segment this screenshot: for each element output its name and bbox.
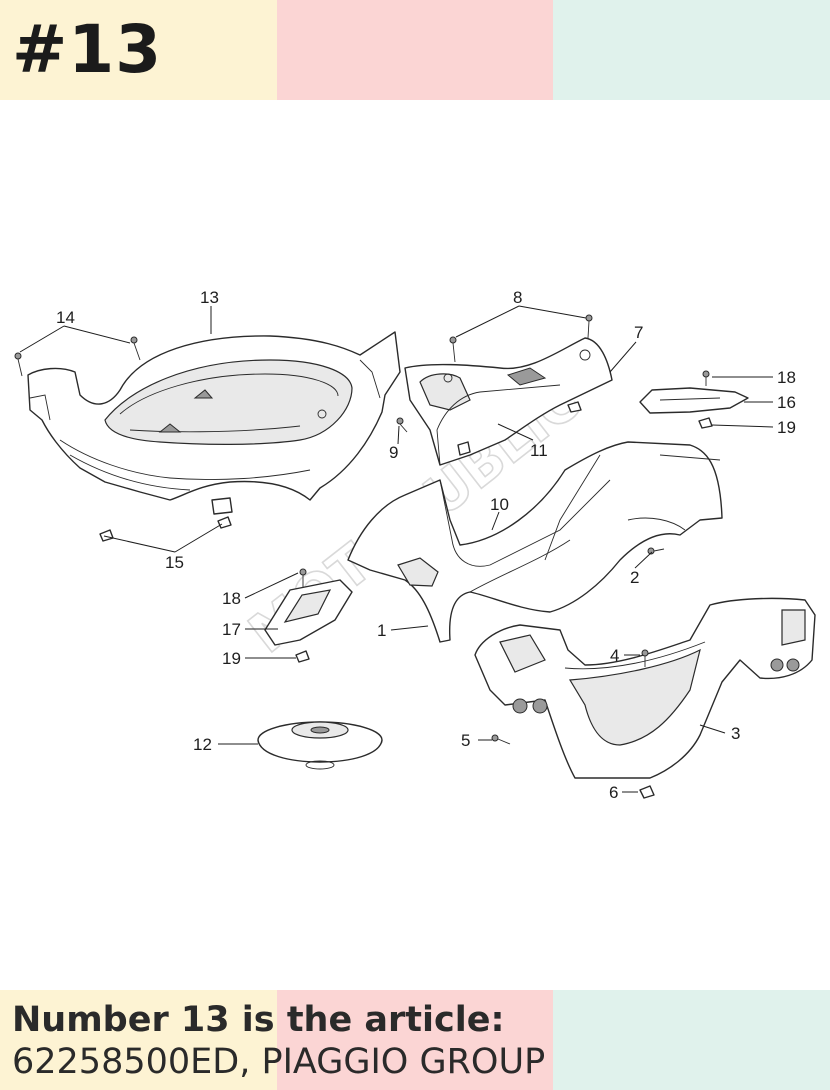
clip-icon bbox=[639, 785, 655, 799]
label-part-6: 6 bbox=[609, 783, 618, 802]
label-part-4: 4 bbox=[610, 646, 619, 665]
leader-lines bbox=[19, 305, 774, 793]
screw-icon bbox=[130, 336, 141, 361]
footer-article-heading: Number 13 is the article: bbox=[12, 1000, 505, 1040]
screw-icon bbox=[647, 547, 665, 555]
footer-color-band bbox=[0, 990, 830, 1090]
label-part-18-upper: 18 bbox=[777, 368, 796, 387]
part-17-frame bbox=[264, 579, 353, 646]
label-part-13: 13 bbox=[200, 288, 219, 307]
label-part-1: 1 bbox=[377, 621, 386, 640]
screw-icon bbox=[702, 370, 710, 386]
label-part-19-lower: 19 bbox=[222, 649, 241, 668]
band-segment-yellow bbox=[0, 990, 277, 1090]
label-part-8: 8 bbox=[513, 288, 522, 307]
part-7-upper-cover bbox=[404, 337, 613, 466]
band-segment-mint bbox=[553, 0, 830, 100]
clip-icon bbox=[567, 401, 582, 413]
footer-article-code: 62258500ED, PIAGGIO GROUP bbox=[12, 1042, 546, 1082]
clip-icon bbox=[99, 529, 114, 542]
part-3-handlebar-cover bbox=[474, 597, 816, 779]
clip-icon bbox=[295, 650, 310, 663]
clip-icon bbox=[217, 516, 232, 529]
clip-icon bbox=[698, 417, 713, 429]
label-part-18-lower: 18 bbox=[222, 589, 241, 608]
label-part-16: 16 bbox=[777, 393, 796, 412]
part-12-cap bbox=[257, 721, 383, 770]
part-1-main-shield bbox=[347, 441, 723, 643]
screw-icon bbox=[641, 649, 649, 667]
label-part-9: 9 bbox=[389, 443, 398, 462]
screw-icon bbox=[299, 568, 307, 588]
fasteners bbox=[14, 314, 713, 799]
label-part-7: 7 bbox=[634, 323, 643, 342]
band-segment-pink bbox=[277, 0, 553, 100]
label-part-19-upper: 19 bbox=[777, 418, 796, 437]
clip-icon bbox=[457, 441, 471, 456]
label-part-2: 2 bbox=[630, 568, 639, 587]
part-13-housing bbox=[27, 331, 401, 515]
screw-icon bbox=[449, 336, 457, 363]
label-part-3: 3 bbox=[731, 724, 740, 743]
screw-icon bbox=[491, 734, 511, 745]
band-segment-pink bbox=[277, 990, 553, 1090]
label-part-12: 12 bbox=[193, 735, 212, 754]
label-part-10: 10 bbox=[490, 495, 509, 514]
label-part-14: 14 bbox=[56, 308, 75, 327]
band-segment-mint bbox=[553, 990, 830, 1090]
label-part-11: 11 bbox=[530, 441, 548, 460]
page-title: #13 bbox=[12, 11, 163, 88]
label-part-17: 17 bbox=[222, 620, 241, 639]
screw-icon bbox=[14, 352, 23, 377]
screw-icon bbox=[585, 314, 593, 339]
part-16-bracket bbox=[639, 387, 749, 414]
screw-icon bbox=[396, 417, 408, 433]
label-part-15: 15 bbox=[165, 553, 184, 572]
label-part-5: 5 bbox=[461, 731, 470, 750]
header-color-band bbox=[0, 0, 830, 100]
band-segment-yellow bbox=[0, 0, 277, 100]
